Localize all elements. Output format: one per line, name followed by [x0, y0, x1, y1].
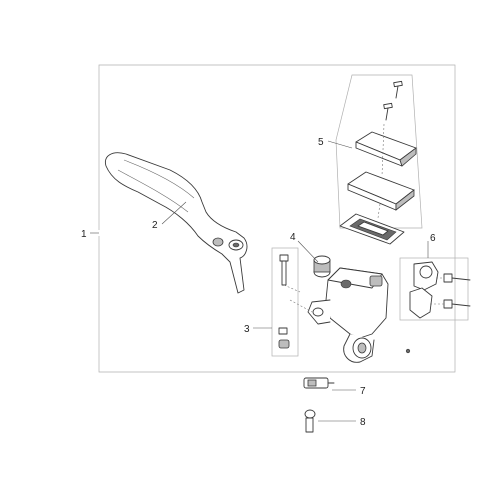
reservoir-diaphragm: [347, 171, 415, 219]
pivot-bolts: [278, 254, 313, 349]
callout-4: 4: [290, 232, 296, 243]
callout-6: 6: [430, 233, 436, 244]
reservoir-cap-screws: [383, 80, 403, 121]
leader-lines: [90, 140, 429, 422]
assembly-frame: [98, 64, 456, 373]
clamp-frame: [399, 257, 469, 321]
fitting: [313, 255, 331, 278]
switch-screw: [304, 409, 316, 433]
callout-1: 1: [81, 229, 87, 240]
bolt-frame: [271, 247, 299, 357]
reservoir-gasket: [339, 213, 405, 245]
callout-2: 2: [152, 220, 158, 231]
brake-lever: [104, 152, 248, 294]
handlebar-clamp: [409, 261, 471, 319]
callout-7: 7: [360, 386, 366, 397]
callout-3: 3: [244, 324, 250, 335]
brake-light-switch: [303, 377, 335, 389]
callout-5: 5: [318, 137, 324, 148]
master-cylinder-body: [307, 267, 411, 363]
reservoir-cover: [355, 123, 417, 177]
callout-8: 8: [360, 417, 366, 428]
